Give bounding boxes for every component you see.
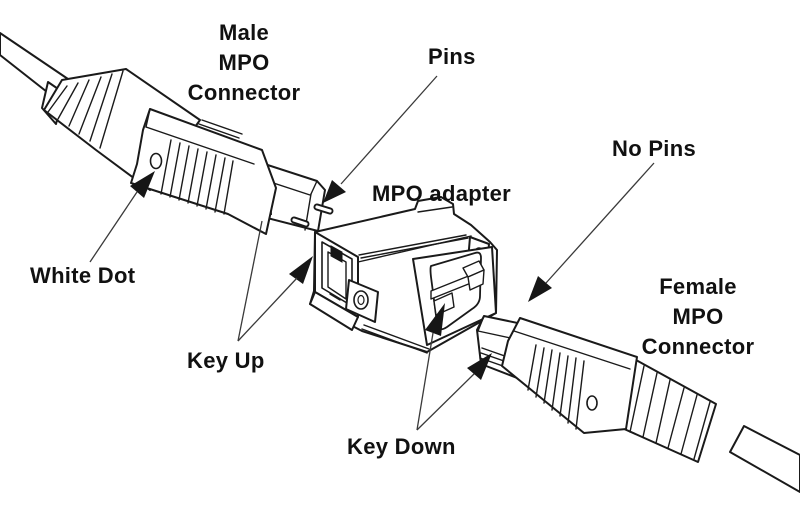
key-down-arrow-on-female-icon [467, 353, 492, 380]
female-connector-label-line3: Connector [641, 334, 755, 359]
no-pins-label: No Pins [612, 136, 696, 161]
adapter-front-ear [345, 279, 379, 323]
female-boot-ribs [629, 365, 711, 460]
male-connector-label: Male MPO Connector [164, 18, 324, 108]
key-up-leader-line-2 [237, 277, 298, 342]
male-connector-label-line2: MPO [218, 50, 270, 75]
male-pin-top [313, 203, 334, 215]
male-mpo-connector-drawing [0, 32, 334, 235]
key-up-arrow-into-adapter-icon [289, 256, 313, 284]
male-housing [130, 108, 277, 235]
white-dot-arrow-icon [130, 171, 155, 198]
male-connector-label-line3: Connector [187, 80, 301, 105]
female-connector-label-line1: Female [659, 274, 737, 299]
male-pin-bottom [290, 216, 310, 228]
no-pins-arrow-icon [528, 276, 552, 302]
female-housing [501, 317, 638, 434]
male-sleeve-grooves [160, 139, 234, 215]
mpo-adapter-drawing [289, 196, 498, 354]
key-down-label: Key Down [347, 434, 456, 459]
female-connector-label-line2: MPO [672, 304, 724, 329]
pins-leader-line [340, 75, 438, 185]
key-up-label: Key Up [187, 348, 265, 373]
female-cable [729, 425, 800, 493]
female-sleeve-grooves [527, 344, 585, 430]
pins-label: Pins [428, 44, 476, 69]
male-white-dot [149, 152, 163, 170]
white-dot-leader-line [89, 191, 138, 263]
key-down-leader-line-2 [416, 372, 476, 431]
callouts [89, 75, 655, 431]
white-dot-label: White Dot [30, 263, 136, 288]
female-white-dot [586, 395, 598, 411]
adapter-right-port [412, 246, 497, 346]
adapter-label: MPO adapter [372, 181, 511, 206]
key-down-arrow-in-adapter-icon [425, 303, 445, 336]
no-pins-leader-line [545, 162, 655, 284]
male-boot-ribs [47, 70, 124, 149]
male-connector-label-line1: Male [218, 20, 270, 45]
key-up-leader-line-1 [237, 220, 263, 342]
female-mpo-connector-drawing [476, 315, 800, 493]
key-down-leader-line-1 [416, 332, 434, 431]
adapter-keyway-notch [330, 245, 343, 263]
female-connector-label: Female MPO Connector [618, 272, 778, 362]
pins-arrow-icon [323, 180, 346, 203]
